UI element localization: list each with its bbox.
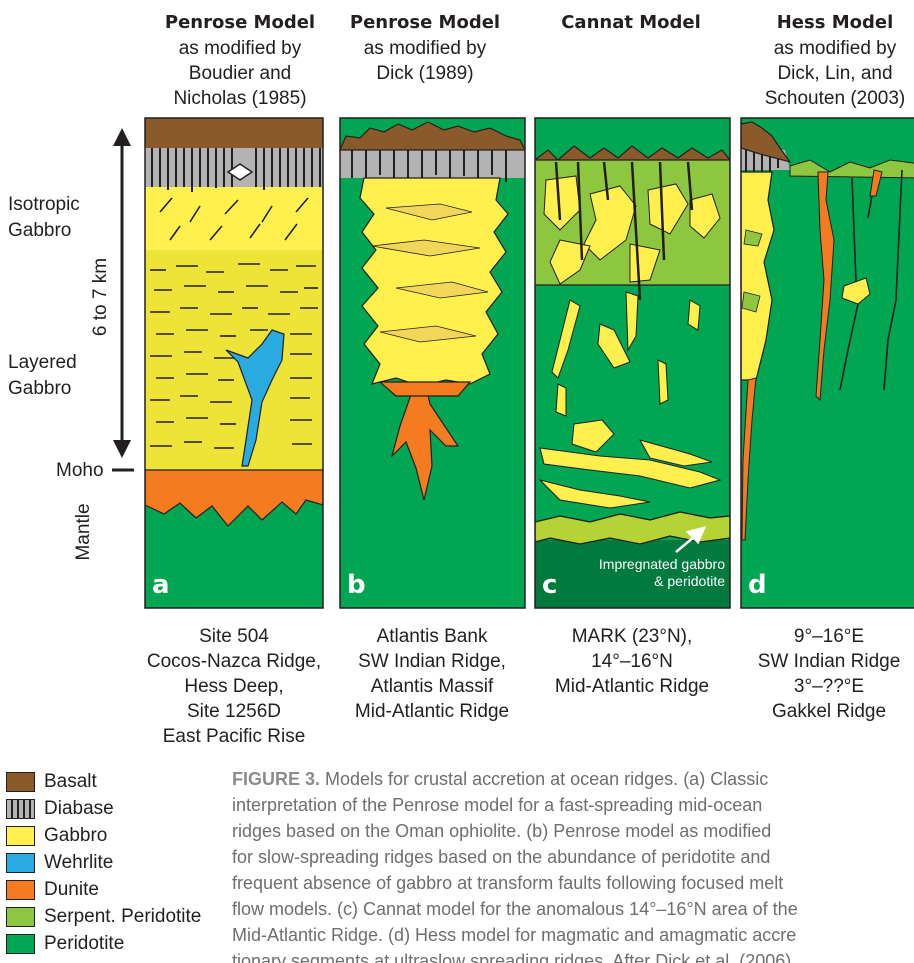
col-a-basalt (145, 118, 323, 148)
figure-caption-line-6: flow models. (c) Cannat model for the an… (232, 896, 914, 922)
legend-item-wehrlite: Wehrlite (6, 849, 201, 876)
caption-a-line-5: East Pacific Rise (134, 724, 334, 749)
col-b-diabase (340, 150, 525, 178)
legend-label-peridotite: Peridotite (44, 933, 124, 955)
legend-item-diabase: Diabase (6, 795, 201, 822)
annotation-line-1: Impregnated gabbro (565, 556, 725, 573)
figure-caption-line-8: tionary segments at ultraslow spreading … (232, 948, 914, 963)
figure-label: FIGURE 3. (232, 769, 320, 789)
caption-b-line-3: Atlantis Massif (332, 674, 532, 699)
gabbro-swatch (6, 826, 35, 846)
legend-item-peridotite: Peridotite (6, 930, 201, 957)
caption-a-line-3: Hess Deep, (134, 674, 334, 699)
figure-caption-line-5: frequent absence of gabbro at transform … (232, 870, 914, 896)
caption-d-line-1: 9°–16°E (744, 624, 914, 649)
caption-d-line-4: Gakkel Ridge (744, 699, 914, 724)
legend: Basalt Diabase Gabbro Wehrlite Dunite Se… (6, 768, 201, 957)
figure-caption-line-7: Mid-Atlantic Ridge. (d) Hess model for m… (232, 922, 914, 948)
caption-a: Site 504 Cocos-Nazca Ridge, Hess Deep, S… (134, 624, 334, 749)
caption-a-line-1: Site 504 (134, 624, 334, 649)
column-d-letter: d (748, 570, 767, 600)
caption-c: MARK (23°N), 14°–16°N Mid-Atlantic Ridge (532, 624, 732, 699)
column-b-letter: b (347, 570, 366, 600)
caption-a-line-4: Site 1256D (134, 699, 334, 724)
column-c (535, 118, 730, 608)
caption-d: 9°–16°E SW Indian Ridge 3°–??°E Gakkel R… (744, 624, 914, 724)
wehrlite-swatch (6, 853, 35, 873)
figure-caption-line-4: for slow-spreading ridges based on the a… (232, 844, 914, 870)
diabase-swatch (6, 799, 35, 819)
legend-item-serpent-peridotite: Serpent. Peridotite (6, 903, 201, 930)
caption-c-line-3: Mid-Atlantic Ridge (532, 674, 732, 699)
caption-b-line-1: Atlantis Bank (332, 624, 532, 649)
thickness-arrow (113, 128, 131, 458)
legend-label-wehrlite: Wehrlite (44, 852, 113, 874)
column-a (145, 118, 323, 608)
caption-d-line-3: 3°–??°E (744, 674, 914, 699)
legend-label-diabase: Diabase (44, 798, 114, 820)
legend-label-serpent-peridotite: Serpent. Peridotite (44, 906, 201, 928)
legend-label-basalt: Basalt (44, 771, 97, 793)
figure-caption-line-2: interpretation of the Penrose model for … (232, 792, 914, 818)
caption-c-line-1: MARK (23°N), (532, 624, 732, 649)
legend-item-gabbro: Gabbro (6, 822, 201, 849)
figure-caption: FIGURE 3. Models for crustal accretion a… (232, 766, 914, 963)
figure-caption-line-3: ridges based on the Oman ophiolite. (b) … (232, 818, 914, 844)
serpent-peridotite-swatch (6, 907, 35, 927)
dunite-swatch (6, 880, 35, 900)
figure-caption-text-1: Models for crustal accretion at ocean ri… (320, 769, 768, 789)
caption-b: Atlantis Bank SW Indian Ridge, Atlantis … (332, 624, 532, 724)
caption-b-line-4: Mid-Atlantic Ridge (332, 699, 532, 724)
caption-a-line-2: Cocos-Nazca Ridge, (134, 649, 334, 674)
legend-label-dunite: Dunite (44, 879, 99, 901)
column-a-letter: a (152, 570, 170, 600)
caption-c-line-2: 14°–16°N (532, 649, 732, 674)
column-b (340, 118, 525, 608)
col-d-serpentinized-top (790, 160, 914, 178)
legend-item-dunite: Dunite (6, 876, 201, 903)
impregnated-annotation: Impregnated gabbro & peridotite (565, 556, 725, 590)
caption-b-line-2: SW Indian Ridge, (332, 649, 532, 674)
figure-caption-line-1: FIGURE 3. Models for crustal accretion a… (232, 766, 914, 792)
column-d (741, 118, 914, 608)
legend-label-gabbro: Gabbro (44, 825, 107, 847)
caption-d-line-2: SW Indian Ridge (744, 649, 914, 674)
peridotite-swatch (6, 934, 35, 954)
annotation-line-2: & peridotite (565, 573, 725, 590)
column-c-letter: c (542, 570, 557, 600)
basalt-swatch (6, 772, 35, 792)
legend-item-basalt: Basalt (6, 768, 201, 795)
